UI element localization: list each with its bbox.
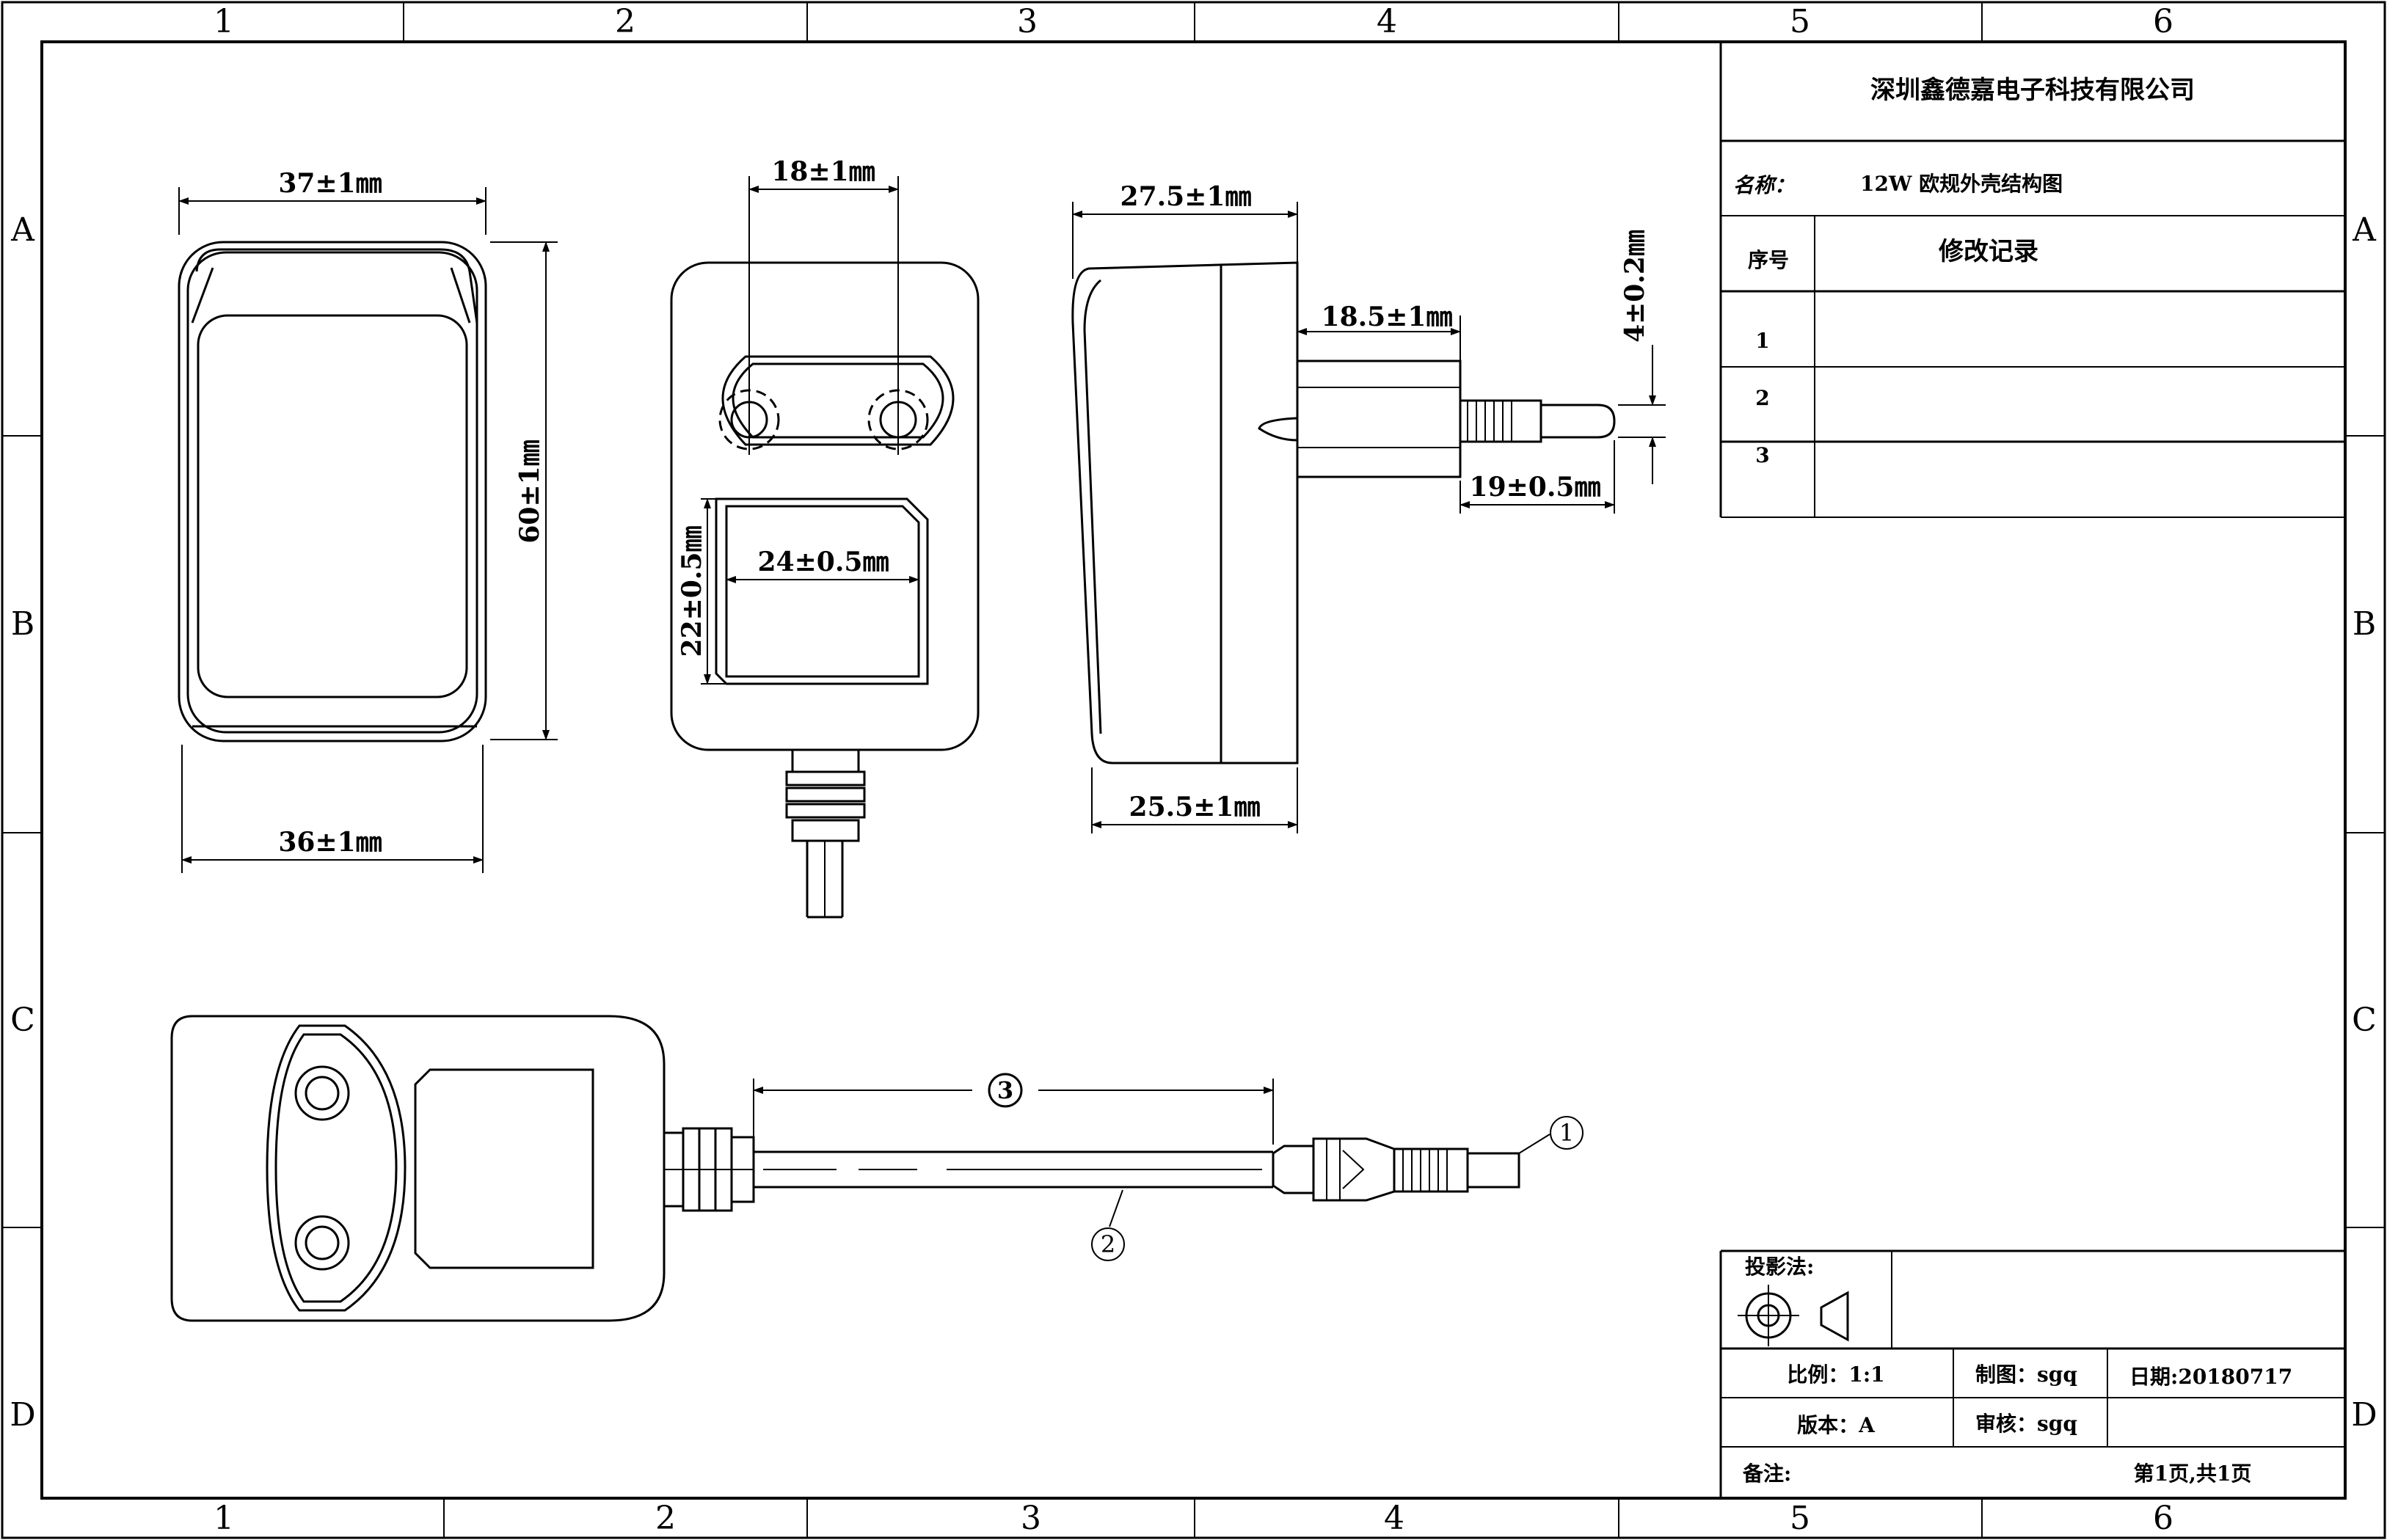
title-block-top bbox=[1719, 42, 2345, 518]
company-name: 深圳鑫德嘉电子科技有限公司 bbox=[1870, 76, 2195, 105]
zone-col-3-top: 3 bbox=[1017, 3, 1038, 40]
revision-row-3: 3 bbox=[1755, 443, 1769, 467]
dim-side-depth-bottom: 25.5±1㎜ bbox=[1129, 792, 1261, 822]
zone-row-d-right: D bbox=[2351, 1396, 2377, 1434]
zone-col-2-bottom: 2 bbox=[655, 1500, 676, 1537]
side-view-dims bbox=[1072, 202, 1666, 833]
zone-col-1-bottom: 1 bbox=[214, 1500, 234, 1537]
callout-dc-plug: 1 bbox=[1550, 1116, 1584, 1150]
dim-label-width: 24±0.5㎜ bbox=[758, 547, 889, 577]
plug-face-view-dims bbox=[701, 176, 919, 685]
dim-pin-base-length: 18.5±1㎜ bbox=[1322, 302, 1453, 332]
revision-no-label: 序号 bbox=[1748, 248, 1789, 272]
zone-col-6-bottom: 6 bbox=[2153, 1500, 2173, 1537]
revision-row-1: 1 bbox=[1755, 329, 1769, 353]
scale-value: 比例：1:1 bbox=[1787, 1362, 1884, 1387]
version-value: 版本：A bbox=[1797, 1413, 1876, 1437]
dim-front-width-bottom: 36±1㎜ bbox=[278, 827, 382, 858]
assembly-view bbox=[170, 1015, 1520, 1322]
drawn-by-value: 制图：sgq bbox=[1975, 1362, 2077, 1387]
callout-cable-length: 3 bbox=[988, 1073, 1023, 1108]
remarks-label: 备注: bbox=[1742, 1461, 1791, 1486]
zone-col-4-bottom: 4 bbox=[1384, 1500, 1404, 1537]
callout-cable: 2 bbox=[1091, 1227, 1125, 1261]
checked-by-value: 审核：sgq bbox=[1975, 1412, 2077, 1436]
zone-row-b-left: B bbox=[11, 605, 34, 643]
zone-col-6-top: 6 bbox=[2153, 3, 2173, 40]
dim-pin-spacing: 18±1㎜ bbox=[771, 156, 875, 187]
dim-front-height: 60±1㎜ bbox=[514, 439, 545, 543]
zone-col-3-bottom: 3 bbox=[1021, 1500, 1041, 1537]
drawing-name: 12W 欧规外壳结构图 bbox=[1860, 172, 2063, 196]
zone-row-c-left: C bbox=[10, 1001, 35, 1039]
zone-col-2-top: 2 bbox=[615, 3, 635, 40]
first-angle-projection-icon bbox=[1738, 1285, 1849, 1346]
zone-row-a-right: A bbox=[2352, 211, 2377, 249]
zone-col-1-top: 1 bbox=[214, 3, 234, 40]
dim-front-width-top: 37±1㎜ bbox=[278, 168, 382, 199]
zone-row-c-right: C bbox=[2352, 1001, 2377, 1039]
title-block-bottom bbox=[1719, 1249, 2345, 1498]
zone-row-a-left: A bbox=[10, 211, 35, 249]
dim-pin-diameter: 4±0.2㎜ bbox=[1619, 230, 1650, 343]
side-view bbox=[1071, 261, 1616, 764]
zone-col-4-top: 4 bbox=[1377, 3, 1397, 40]
page-count: 第1页,共1页 bbox=[2134, 1461, 2252, 1486]
assembly-view-dims bbox=[753, 1079, 1550, 1227]
callout-cable-length-number: 3 bbox=[997, 1076, 1013, 1104]
dim-side-depth-top: 27.5±1㎜ bbox=[1120, 181, 1252, 212]
zone-labels: 1 2 3 4 5 6 1 2 3 4 5 6 A B C D A B C D bbox=[10, 3, 2377, 1537]
dim-pin-tip-length: 19±0.5㎜ bbox=[1470, 472, 1601, 503]
zone-row-d-left: D bbox=[10, 1396, 35, 1434]
zone-row-b-right: B bbox=[2353, 605, 2376, 643]
callout-cable-number: 2 bbox=[1101, 1230, 1115, 1258]
name-label: 名称： bbox=[1733, 173, 1795, 197]
revision-record-title: 修改记录 bbox=[1938, 237, 2038, 266]
housing-top-view bbox=[178, 241, 487, 742]
date-value: 日期:20180717 bbox=[2129, 1365, 2292, 1389]
projection-label: 投影法: bbox=[1745, 1255, 1814, 1279]
revision-row-2: 2 bbox=[1755, 386, 1769, 410]
zone-col-5-top: 5 bbox=[1790, 3, 1810, 40]
housing-top-view-dims bbox=[178, 187, 558, 873]
dim-label-height: 22±0.5㎜ bbox=[677, 526, 707, 657]
callout-dc-plug-number: 1 bbox=[1559, 1119, 1574, 1147]
plug-face-view bbox=[670, 261, 980, 919]
zone-col-5-bottom: 5 bbox=[1790, 1500, 1810, 1537]
